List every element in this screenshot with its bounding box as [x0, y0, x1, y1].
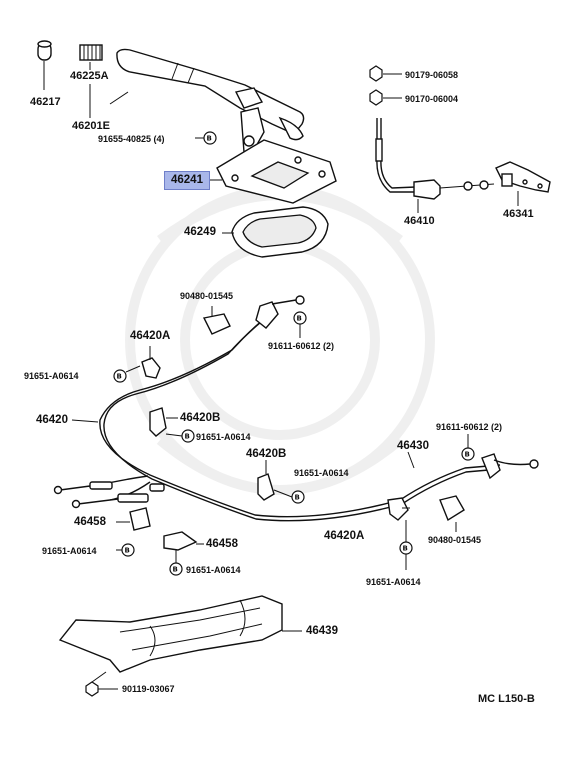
svg-text:B: B [173, 566, 178, 574]
svg-text:B: B [465, 451, 470, 459]
part-label-46420a-bot: 46420A [324, 530, 365, 542]
bolt-91651-c: B [291, 490, 305, 504]
bolt-91655: B [203, 131, 217, 145]
part-label-91651-e: 91651-A0614 [186, 565, 241, 575]
hand-brake-lever [116, 48, 305, 153]
bolt-90119 [85, 671, 118, 697]
part-label-90480-b: 90480-01545 [428, 535, 482, 545]
lever-bracket-46241 [216, 139, 337, 204]
part-label-46458-left: 46458 [74, 516, 106, 528]
part-label-46410: 46410 [404, 215, 435, 227]
grommet-90480-a [202, 306, 231, 335]
part-label-90170: 90170-06004 [405, 94, 459, 104]
part-label-46225a: 46225A [70, 70, 109, 82]
part-label-46458-mid: 46458 [206, 538, 238, 550]
clamp-46420a-bot [387, 497, 410, 521]
bolt-91651-a: B [113, 369, 127, 383]
part-label-46217: 46217 [30, 96, 61, 108]
bolt-91611-a: B [293, 311, 307, 325]
part-label-46201e: 46201E [72, 120, 110, 132]
part-label-90480-a: 90480-01545 [180, 291, 234, 301]
grommet-90480-b [439, 495, 465, 532]
cable-ends-left [53, 475, 165, 509]
svg-text:B: B [297, 315, 302, 323]
part-label-46420b-1: 46420B [180, 412, 221, 424]
clamp-46420b-2 [257, 460, 275, 501]
clamp-46420b-1 [149, 407, 178, 437]
heat-insulator-46439 [58, 595, 283, 673]
spring [79, 44, 103, 61]
part-label-91655: 91655-40825 (4) [98, 134, 165, 144]
nut-90170 [369, 89, 383, 106]
diagram-reference-code: MC L150-B [478, 693, 535, 705]
bolt-91651-d: B [121, 543, 135, 557]
part-label-90179: 90179-06058 [405, 70, 459, 80]
part-label-46249: 46249 [184, 226, 216, 238]
equalizer-46341 [495, 161, 551, 193]
part-label-91651-d: 91651-A0614 [42, 546, 97, 556]
part-label-46439: 46439 [306, 625, 338, 637]
rear-cable-46430 [481, 453, 539, 480]
svg-text:B: B [403, 545, 408, 553]
part-label-91651-f: 91651-A0614 [366, 577, 421, 587]
bolt-91611-b: B [461, 447, 475, 461]
bolt-91651-b: B [181, 429, 195, 443]
part-label-46430: 46430 [397, 440, 429, 452]
svg-text:B: B [207, 135, 212, 143]
svg-text:B: B [185, 433, 190, 441]
part-label-46241-highlighted: 46241 [164, 171, 210, 190]
svg-text:B: B [295, 494, 300, 502]
part-label-46420a-top: 46420A [130, 330, 171, 342]
part-label-46341: 46341 [503, 208, 534, 220]
part-label-91611-b: 91611-60612 (2) [436, 422, 503, 432]
clamp-46420a-top [141, 346, 161, 379]
clip-46458-mid [163, 531, 204, 551]
part-label-91611-a: 91611-60612 (2) [268, 341, 335, 351]
grip-sleeve [37, 40, 52, 61]
lever-boot-46249 [231, 206, 329, 258]
part-label-46420b-2: 46420B [246, 448, 287, 460]
bolt-91651-f: B [399, 541, 413, 555]
part-label-90119: 90119-03067 [122, 684, 175, 694]
nut-90179 [369, 65, 383, 82]
clip-46458-left [116, 507, 151, 531]
part-label-91651-b: 91651-A0614 [196, 432, 251, 442]
svg-text:B: B [117, 373, 122, 381]
part-label-91651-c: 91651-A0614 [294, 468, 349, 478]
bolt-91651-e: B [169, 562, 183, 576]
part-label-91651-a: 91651-A0614 [24, 371, 79, 381]
part-label-46420: 46420 [36, 414, 68, 426]
svg-text:B: B [125, 547, 130, 555]
front-cable-46410 [375, 118, 495, 200]
